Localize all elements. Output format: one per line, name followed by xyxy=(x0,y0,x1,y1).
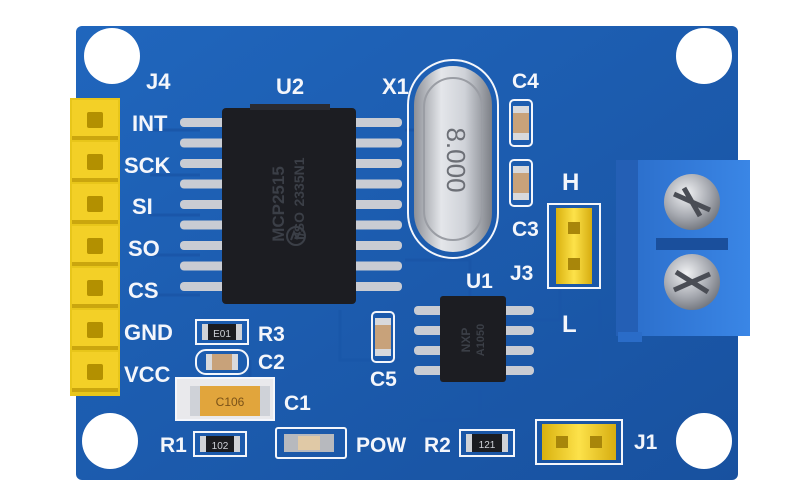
header-pin xyxy=(87,280,103,296)
capacitor-c2 xyxy=(195,349,249,375)
pin-label: SI xyxy=(132,194,153,219)
chip-u1-marking: NXP xyxy=(459,328,473,353)
u1-pins xyxy=(414,306,534,375)
chip-pin xyxy=(502,366,534,375)
chip-pin xyxy=(180,241,226,250)
label-j3: J3 xyxy=(510,262,533,285)
capacitor-c3 xyxy=(509,159,533,207)
chip-pin xyxy=(414,306,444,315)
header-pin xyxy=(87,112,103,128)
label-pow: POW xyxy=(356,434,406,457)
resistor-r3-code: E01 xyxy=(213,329,231,340)
jumper-j1 xyxy=(535,419,623,465)
mounting-hole xyxy=(82,413,138,469)
label-u1: U1 xyxy=(466,270,493,293)
pin-label-list: INT SCK SI SO CS GND VCC xyxy=(124,111,173,387)
led-pow xyxy=(275,427,347,459)
header-pin xyxy=(87,238,103,254)
header-pin xyxy=(87,154,103,170)
label-c4: C4 xyxy=(512,70,539,93)
chip-pin xyxy=(502,346,534,355)
microchip-logo-icon xyxy=(286,226,306,246)
resistor-r1: 102 xyxy=(193,431,247,457)
mounting-hole xyxy=(676,28,732,84)
resistor-r3: E01 xyxy=(195,319,249,345)
crystal-marking: 8.000 xyxy=(441,127,471,192)
pin-label: VCC xyxy=(124,362,171,387)
chip-pin xyxy=(180,220,226,230)
mounting-hole xyxy=(676,413,732,469)
label-j1: J1 xyxy=(634,431,658,454)
pin-label: INT xyxy=(132,111,168,136)
chip-pin xyxy=(414,326,444,335)
label-l: L xyxy=(562,311,577,338)
capacitor-c1: C106 xyxy=(175,377,275,421)
label-c2: C2 xyxy=(258,351,285,374)
capacitor-c4 xyxy=(509,99,533,147)
chip-pin xyxy=(180,282,226,291)
header-block-edge xyxy=(72,388,118,392)
chip-pin xyxy=(352,118,402,127)
header-block-edge xyxy=(72,262,118,266)
screw-terminal xyxy=(616,160,750,342)
chip-pin xyxy=(352,138,402,148)
chip-pin xyxy=(180,200,226,209)
chip-pin xyxy=(180,179,226,189)
resistor-r1-code: 102 xyxy=(212,441,229,452)
pin-label: CS xyxy=(128,278,159,303)
chip-u1-marking: A1050 xyxy=(475,324,487,356)
label-c3: C3 xyxy=(512,218,539,241)
header-block-edge xyxy=(72,220,118,224)
label-j4: J4 xyxy=(146,69,171,94)
chip-pin xyxy=(352,261,402,271)
chip-pin xyxy=(180,261,226,271)
chip-pin xyxy=(352,179,402,189)
u2-pins xyxy=(180,118,402,291)
header-block-edge xyxy=(72,136,118,140)
chip-pin xyxy=(352,159,402,168)
chip-pin xyxy=(352,220,402,230)
label-r3: R3 xyxy=(258,323,285,346)
label-c5: C5 xyxy=(370,368,397,391)
header-pin xyxy=(87,322,103,338)
chip-u2-marking: MCP2515 xyxy=(269,166,288,242)
chip-pin xyxy=(414,366,444,375)
label-u2: U2 xyxy=(276,74,304,99)
resistor-r2: 121 xyxy=(459,429,515,457)
chip-pin xyxy=(352,241,402,250)
resistor-r2-code: 121 xyxy=(479,440,496,451)
chip-pin xyxy=(502,326,534,335)
header-block-edge xyxy=(72,304,118,308)
mounting-hole xyxy=(84,28,140,84)
jumper-j3 xyxy=(547,203,601,289)
pin-label: SCK xyxy=(124,153,171,178)
label-h: H xyxy=(562,169,579,196)
crystal-x1: 8.000 xyxy=(407,59,499,259)
chip-u1: NXP A1050 xyxy=(440,296,506,382)
label-r1: R1 xyxy=(160,434,187,457)
pin-header-j4 xyxy=(70,98,120,396)
label-c1: C1 xyxy=(284,392,311,415)
chip-pin xyxy=(180,138,226,148)
label-x1: X1 xyxy=(382,74,409,99)
chip-u2-marking: 2335N1 xyxy=(291,157,307,206)
chip-pin xyxy=(180,118,226,127)
capacitor-c5 xyxy=(371,311,395,363)
header-block-edge xyxy=(72,346,118,350)
header-pin xyxy=(87,196,103,212)
chip-pin xyxy=(502,306,534,315)
chip-pin xyxy=(352,282,402,291)
header-block-edge xyxy=(72,178,118,182)
capacitor-c1-code: C106 xyxy=(216,395,245,409)
pin-label: SO xyxy=(128,236,160,261)
label-r2: R2 xyxy=(424,434,451,457)
pin-label: GND xyxy=(124,320,173,345)
chip-pin xyxy=(180,159,226,168)
header-pin xyxy=(87,364,103,380)
chip-u2: MCP2515 I/SO 2335N1 xyxy=(222,104,356,304)
chip-pin xyxy=(414,346,444,355)
chip-pin xyxy=(352,200,402,209)
